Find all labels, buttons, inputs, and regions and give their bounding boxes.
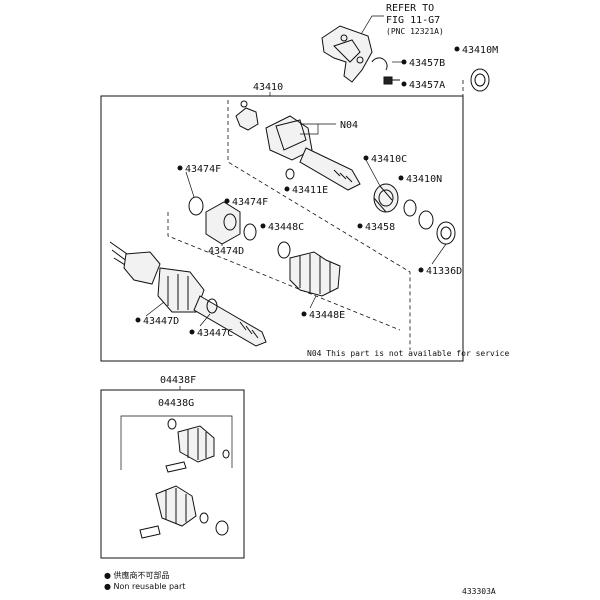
label-43410m: 43410M bbox=[462, 45, 498, 56]
label-43410: 43410 bbox=[253, 82, 283, 93]
label-43447c: 43447C bbox=[197, 328, 233, 339]
label-43474f-b: 43474F bbox=[232, 197, 268, 208]
label-43410n: 43410N bbox=[406, 174, 442, 185]
refer-line-1: REFER TO bbox=[386, 3, 434, 14]
fitting-part bbox=[235, 100, 259, 131]
legend-row-1: ● 供應商不可部品 bbox=[104, 570, 170, 580]
bracket-part bbox=[321, 25, 373, 83]
kit-upper-boot bbox=[165, 418, 230, 473]
inboard-joint-n04 bbox=[265, 115, 361, 191]
clamp-43448c bbox=[277, 241, 291, 259]
label-41336d: 41336D bbox=[426, 266, 462, 277]
label-43458: 43458 bbox=[365, 222, 395, 233]
bolt-43457a bbox=[383, 76, 400, 85]
exploded-line-mid bbox=[167, 212, 401, 331]
label-04438g: 04438G bbox=[158, 398, 194, 409]
label-43411e: 43411E bbox=[292, 185, 328, 196]
label-04438f: 04438F bbox=[160, 375, 196, 386]
bearing-43410c bbox=[373, 183, 399, 213]
boot-43448e bbox=[289, 251, 341, 297]
seal-41336d bbox=[436, 221, 456, 245]
note-n04: N04 This part is not available for servi… bbox=[307, 349, 509, 358]
figure-id: 433303A bbox=[462, 587, 496, 596]
refer-leader bbox=[359, 15, 384, 37]
label-43457b: 43457B bbox=[409, 58, 445, 69]
clamp-43447c bbox=[206, 298, 218, 314]
clamp-43474f-a bbox=[188, 196, 204, 216]
refer-line-3: (PNC 12321A) bbox=[386, 27, 444, 36]
damper-43474d bbox=[205, 201, 241, 245]
refer-note: REFER TO FIG 11-G7 (PNC 12321A) bbox=[386, 3, 444, 36]
label-n04: N04 bbox=[340, 120, 358, 131]
snap-ring-43410n bbox=[403, 199, 417, 217]
seal-43410m bbox=[470, 68, 490, 92]
legend-row-2: ● Non reusable part bbox=[104, 582, 185, 591]
kit-frame bbox=[100, 389, 245, 559]
kit-lower-boot bbox=[139, 485, 229, 539]
label-43447d: 43447D bbox=[143, 316, 179, 327]
washer-43458 bbox=[418, 210, 434, 230]
leader-n04 bbox=[300, 123, 336, 135]
label-43448e: 43448E bbox=[309, 310, 345, 321]
label-43410c: 43410C bbox=[371, 154, 407, 165]
snap-ring-43457b bbox=[371, 57, 388, 71]
exploded-line-upper bbox=[227, 100, 411, 350]
refer-line-2: FIG 11-G7 bbox=[386, 15, 440, 26]
clamp-43474f-b bbox=[243, 223, 257, 241]
kit-bracket bbox=[120, 415, 233, 470]
label-43457a: 43457A bbox=[409, 80, 445, 91]
label-43474d: 43474D bbox=[208, 246, 244, 257]
ring-43411e bbox=[285, 168, 295, 180]
outboard-shaft-assembly bbox=[109, 241, 267, 347]
label-43474f-a: 43474F bbox=[185, 164, 221, 175]
label-43448c: 43448C bbox=[268, 222, 304, 233]
